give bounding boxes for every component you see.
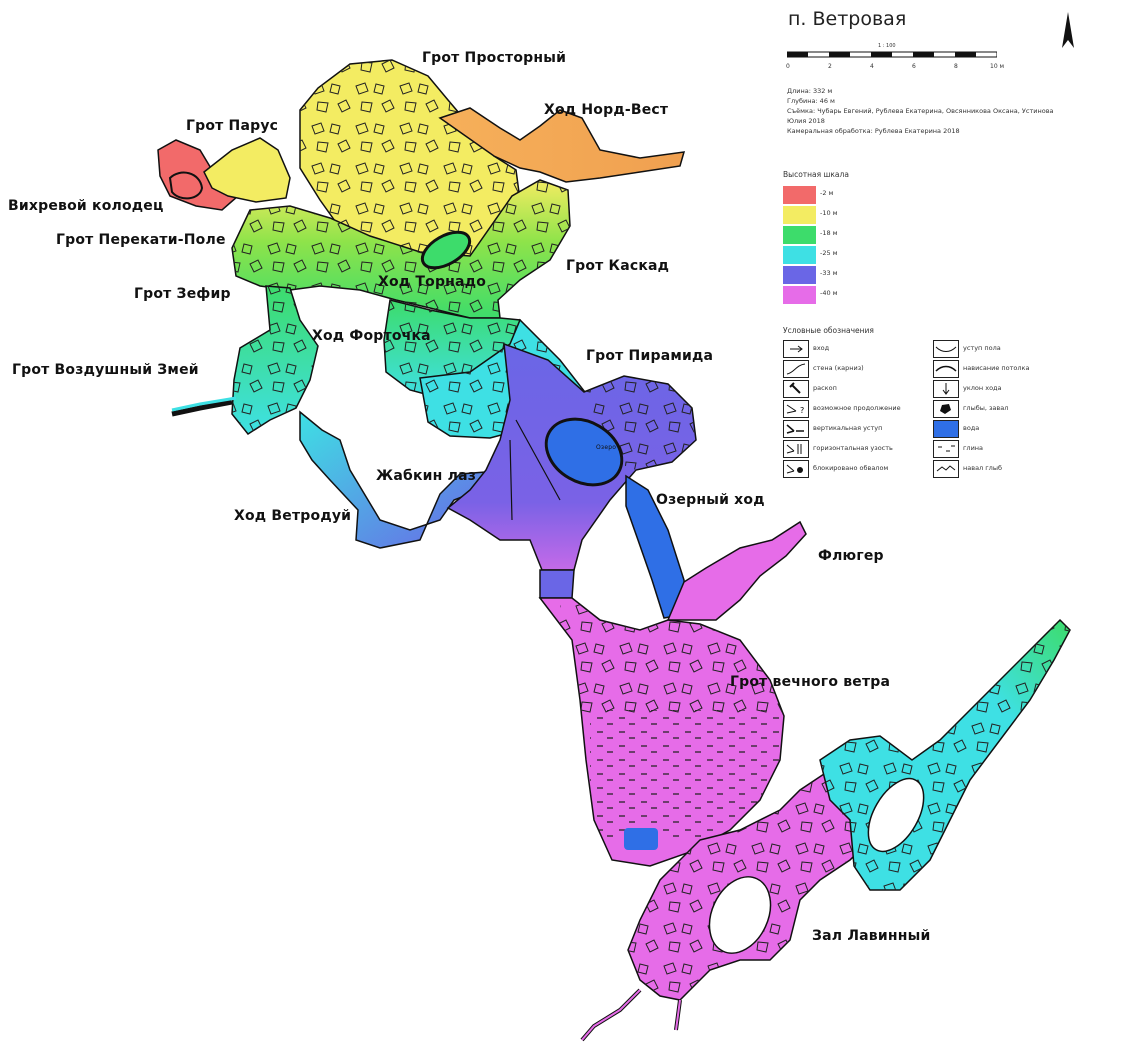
legend-label: стена (карниз) [813,364,864,372]
legend-label: вход [813,344,830,352]
legend-label: вода [963,424,980,432]
label-tornado: Ход Торнадо [378,274,487,290]
label-zmey: Грот Воздушный Змей [12,362,199,378]
processing-info: Камеральная обработка: Рублева Екатерина… [787,127,960,135]
dig-icon [783,380,809,398]
label-zefir: Грот Зефир [134,286,231,302]
legend-label: возможное продолжение [813,404,901,412]
horizontal-squeeze-icon [783,440,809,458]
scale-bar [787,51,997,58]
label-fluger: Флюгер [818,548,884,564]
svg-text:?: ? [800,406,804,415]
cave-depth: Глубина: 46 м [787,97,835,105]
label-perekati: Грот Перекати-Поле [56,232,226,248]
floor-step-icon [933,340,959,358]
label-nord-vest: Ход Норд-Вест [544,102,669,118]
height-scale-item: -10 м [783,206,903,224]
vertical-step-icon [783,420,809,438]
scale-tick: 6 [912,63,916,70]
cave-title: п. Ветровая [788,8,907,30]
wall-icon [783,360,809,378]
survey-info: Длина: 332 м Глубина: 46 м Съёмка: Чубар… [787,86,1067,136]
cave-section-fluger [666,520,807,621]
label-piramida: Грот Пирамида [586,348,714,364]
scale-tick: 8 [954,63,958,70]
height-scale-item: -2 м [783,186,903,204]
continuation-icon: ? [783,400,809,418]
lake-pyramid [544,417,624,487]
label-vetroduy: Ход Ветродуй [234,508,352,524]
legend-label: глина [963,444,984,452]
label-zhabkin: Жабкин лаз [376,468,477,484]
height-scale-item: -25 м [783,246,903,264]
scale-label: 1 : 100 [878,43,896,49]
cave-length: Длина: 332 м [787,87,833,95]
cave-section-parus [203,137,291,203]
scale-tick: 4 [870,63,874,70]
water-icon [933,420,959,438]
scale-tick: 10 м [990,63,1005,70]
label-prostorny: Грот Просторный [422,50,567,66]
height-scale-item: -18 м [783,226,903,244]
entrance-icon [783,340,809,358]
height-scale-item: -33 м [783,266,903,284]
label-vechnogo: Грот вечного ветра [730,674,891,690]
legend-label: вертикальная уступ [813,424,883,432]
ceiling-overhang-icon [933,360,959,378]
water-spot [624,828,658,850]
legend-label: навал глыб [963,464,1002,472]
north-arrow-icon [1062,12,1074,48]
cave-section-nord-vest [438,107,686,183]
boulders-icon [933,400,959,418]
label-lavinny: Зал Лавинный [812,928,931,944]
slope-icon [933,380,959,398]
legend-label: уступ пола [963,344,1001,352]
clay-icon [933,440,959,458]
boulder-pile-icon [933,460,959,478]
legend-label: горизонтальная узость [813,444,893,452]
height-scale-title: Высотная шкала [783,170,849,179]
legend-title: Условные обозначения [783,326,874,335]
legend-label: блокировано обвалом [813,464,889,472]
scale-ticks: 0 2 4 6 8 10 м [782,63,1008,73]
label-fortochka: Ход Форточка [312,328,431,344]
legend-label: уклон хода [963,384,1002,392]
label-kaskad: Грот Каскад [566,258,670,274]
label-ozerny: Озерный ход [656,492,765,508]
scale-tick: 0 [786,63,790,70]
legend-label: нависание потолка [963,364,1030,372]
legend-label: раскоп [813,384,837,392]
label-lake: Озеро [596,444,617,451]
label-parus: Грот Парус [186,118,279,134]
legend-label: глыбы, завал [963,404,1009,412]
label-vikhrevoy: Вихревой колодец [8,198,164,214]
scale-tick: 2 [828,63,832,70]
height-scale-item: -40 м [783,286,903,304]
collapse-block-icon [783,460,809,478]
survey-team: Съёмка: Чубарь Евгений, Рублева Екатерин… [787,107,1054,125]
